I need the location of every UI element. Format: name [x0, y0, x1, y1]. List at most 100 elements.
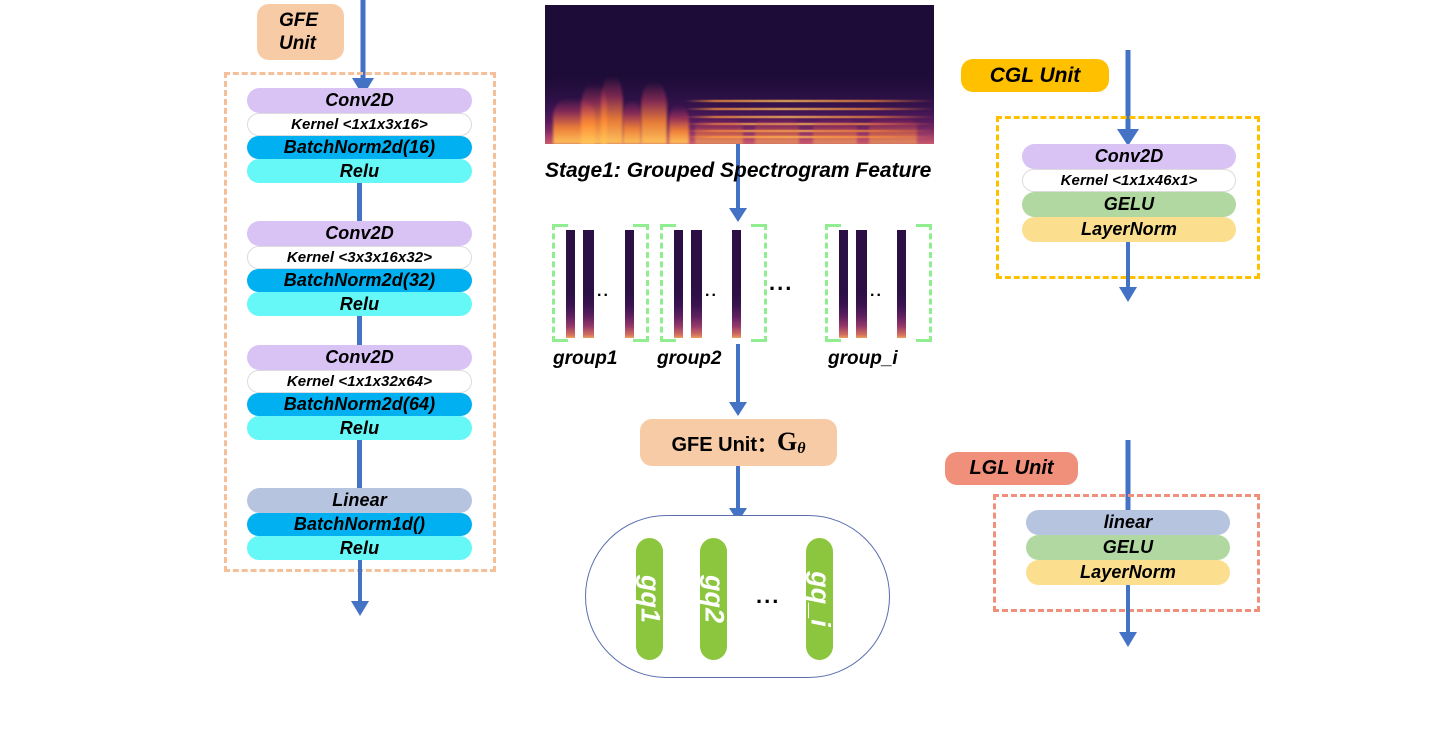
group-i-strip-1	[839, 230, 848, 338]
gfe-conv2d-3: Conv2D	[247, 345, 472, 370]
gfe-relu-1-label: Relu	[339, 160, 380, 181]
gfe-relu-2: Relu	[247, 292, 472, 316]
output-bar-gq-i: gq_i	[805, 538, 835, 660]
group-i-label: group_i	[828, 348, 898, 370]
stage1-caption-text: Stage1: Grouped Spectrogram Feature	[545, 159, 932, 182]
group2-label: group2	[657, 348, 721, 370]
gfe-linear-label: Linear	[332, 490, 387, 510]
cgl-unit-chip: CGL Unit	[961, 59, 1109, 92]
cgl-conv2d-label: Conv2D	[1094, 146, 1164, 166]
gfe-connector-1-2	[357, 183, 362, 221]
group2-inner-dots: ..	[705, 283, 718, 300]
output-bar-gq2: gq2	[699, 538, 729, 660]
gfe-stage-subscript: θ	[797, 440, 806, 457]
gfe-kernel-3: Kernel <1x1x32x64>	[247, 370, 472, 393]
gfe-conv2d-2-label: Conv2D	[325, 223, 394, 243]
group1-inner-dots: ..	[597, 283, 610, 300]
gfe-kernel-1: Kernel <1x1x3x16>	[247, 113, 472, 136]
lgl-linear-label: linear	[1103, 512, 1153, 532]
gfe-batchnorm2d-3-label: BatchNorm2d(64)	[283, 394, 436, 414]
cgl-gelu: GELU	[1022, 192, 1236, 217]
group-i-bracket-left	[825, 224, 841, 342]
gfe-relu-4: Relu	[247, 536, 472, 560]
spectrogram-connector	[736, 144, 740, 202]
group1-label: group1	[553, 348, 617, 370]
lgl-gelu-label: GELU	[1102, 537, 1154, 557]
gfe-connector-3-4	[357, 440, 362, 488]
gfe-batchnorm2d-1-label: BatchNorm2d(16)	[283, 137, 436, 157]
cgl-kernel: Kernel <1x1x46x1>	[1022, 169, 1236, 192]
output-bar-gq1: gq1	[635, 538, 665, 660]
cgl-conv2d: Conv2D	[1022, 144, 1236, 169]
arrow-out-of-lgl	[1119, 585, 1137, 647]
output-oval	[585, 515, 890, 678]
group1: ..	[552, 224, 649, 344]
group2-strip-1	[674, 230, 683, 338]
gfe-stage-box: GFE Unit： Gθ	[640, 419, 837, 466]
stage1-caption: Stage1: Grouped Spectrogram Feature	[545, 159, 931, 183]
gfe-kernel-2: Kernel <3x3x16x32>	[247, 246, 472, 269]
output-ellipsis: ...	[756, 583, 781, 608]
gfe-relu-2-label: Relu	[339, 293, 380, 314]
output-bar-gq-i-label: gq_i	[805, 571, 835, 627]
output-bar-gq2-label: gq2	[699, 574, 729, 624]
arrow-to-gfe-stage	[729, 376, 747, 416]
group1-strip-2	[583, 230, 594, 338]
cgl-kernel-label: Kernel <1x1x46x1>	[1060, 172, 1198, 189]
arrow-to-output-oval	[729, 466, 747, 522]
group-i: ..	[825, 224, 932, 344]
group1-strip-1	[566, 230, 575, 338]
groups-connector	[736, 344, 740, 384]
cgl-layernorm-label: LayerNorm	[1081, 219, 1177, 239]
gfe-stage-symbol: Gθ	[777, 427, 806, 457]
gfe-batchnorm2d-3: BatchNorm2d(64)	[247, 393, 472, 416]
cgl-unit-chip-label: CGL Unit	[989, 63, 1081, 87]
gfe-conv2d-2: Conv2D	[247, 221, 472, 246]
gfe-relu-3-label: Relu	[339, 417, 380, 438]
cgl-layernorm: LayerNorm	[1022, 217, 1236, 242]
gfe-batchnorm1d-label: BatchNorm1d()	[293, 514, 426, 534]
gfe-unit-chip: GFE Unit	[257, 4, 344, 60]
gfe-linear: Linear	[247, 488, 472, 513]
group-i-label-text: group_i	[828, 348, 898, 369]
lgl-gelu: GELU	[1026, 535, 1230, 560]
groups-ellipsis: ...	[769, 270, 794, 295]
group-i-strip-2	[856, 230, 867, 338]
lgl-unit-chip-label: LGL Unit	[969, 457, 1054, 479]
gfe-kernel-3-label: Kernel <1x1x32x64>	[286, 373, 433, 390]
group2-label-text: group2	[657, 348, 722, 369]
gfe-batchnorm1d: BatchNorm1d()	[247, 513, 472, 536]
arrow-into-cgl	[1117, 50, 1139, 146]
output-bar-gq1-label: gq1	[635, 574, 665, 624]
group-i-strip-3	[897, 230, 906, 338]
group2: ..	[660, 224, 767, 344]
group-i-inner-dots: ..	[870, 283, 883, 300]
lgl-unit-chip: LGL Unit	[945, 452, 1078, 485]
group1-bracket-right	[633, 224, 649, 342]
gfe-conv2d-1-label: Conv2D	[325, 90, 394, 110]
group1-bracket-left	[552, 224, 568, 342]
gfe-kernel-1-label: Kernel <1x1x3x16>	[291, 116, 428, 133]
group2-bracket-left	[660, 224, 676, 342]
group2-strip-3	[732, 230, 741, 338]
cgl-gelu-label: GELU	[1103, 194, 1155, 214]
gfe-connector-2-3	[357, 316, 362, 346]
group1-label-text: group1	[553, 348, 618, 369]
gfe-unit-chip-line1: GFE	[279, 9, 319, 31]
gfe-relu-1: Relu	[247, 159, 472, 183]
arrow-to-groups	[729, 190, 747, 222]
group-i-bracket-right	[916, 224, 932, 342]
group2-bracket-right	[751, 224, 767, 342]
gfe-conv2d-3-label: Conv2D	[325, 347, 394, 367]
arrow-out-of-cgl	[1119, 242, 1137, 302]
lgl-layernorm-label: LayerNorm	[1080, 562, 1176, 582]
gfe-relu-4-label: Relu	[339, 537, 380, 558]
gfe-unit-chip-line2: Unit	[279, 33, 316, 54]
gfe-conv2d-1: Conv2D	[247, 88, 472, 113]
lgl-layernorm: LayerNorm	[1026, 560, 1230, 585]
gfe-kernel-2-label: Kernel <3x3x16x32>	[286, 249, 433, 266]
gfe-stage-label: GFE Unit：	[671, 434, 777, 456]
gfe-batchnorm2d-1: BatchNorm2d(16)	[247, 136, 472, 159]
arrow-out-of-gfe	[351, 560, 369, 616]
